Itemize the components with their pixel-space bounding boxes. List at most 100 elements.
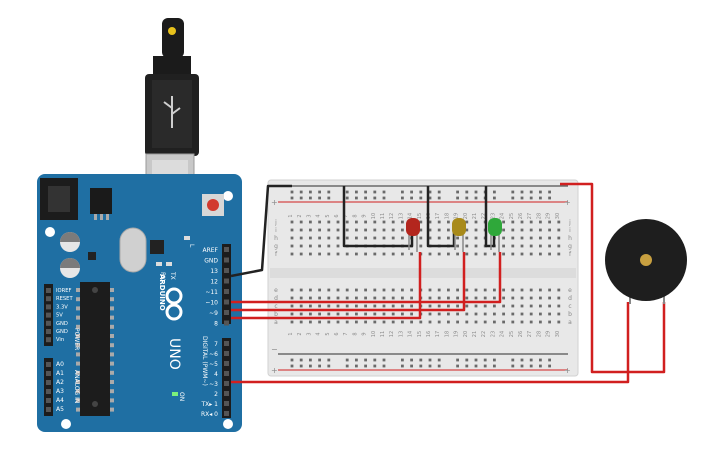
column-number: 14 [408, 213, 414, 219]
digital-pin-label: 2 [214, 391, 218, 398]
column-number: 9 [362, 332, 368, 335]
column-number: 13 [398, 331, 404, 337]
analog-in-label: ANALOG IN [73, 370, 80, 403]
column-number: 12 [389, 213, 395, 219]
row-letter: b [568, 311, 572, 318]
column-number: 5 [325, 214, 331, 217]
row-letter: f [569, 251, 572, 258]
column-number: 8 [352, 214, 358, 217]
column-number: 18 [444, 331, 450, 337]
led-l-label: L [188, 244, 195, 248]
brand-label: ARDUINO [158, 274, 166, 311]
column-number: 11 [380, 331, 386, 337]
column-number: 30 [555, 213, 561, 219]
arduino-uno-board: RX TX L ARDUINO UNO IOREFRESET3.3V5VGNDG… [37, 174, 242, 432]
rx-label: RX [159, 272, 166, 280]
digital-header-top [222, 244, 231, 324]
analog-pin-label: A3 [56, 388, 64, 395]
pin9-wire [231, 252, 422, 320]
digital-pwm-label: DIGITAL (PWM~) [201, 336, 208, 386]
column-number: 17 [435, 213, 441, 219]
buzzer-return-wire [560, 182, 666, 374]
breadboard: + + − + + 112233445566778899101011111212… [267, 179, 579, 377]
led-green[interactable] [488, 218, 502, 252]
power-pin-label: Vin [56, 337, 64, 343]
column-number: 23 [490, 331, 496, 337]
power-pin-label: IOREF [56, 288, 71, 294]
column-number: 4 [316, 332, 322, 335]
column-number: 10 [371, 213, 377, 219]
row-letter: g [274, 243, 278, 250]
digital-pin-label: 4 [214, 371, 218, 378]
column-number: 18 [444, 213, 450, 219]
digital-pin-label: 7 [214, 341, 218, 348]
column-number: 3 [306, 214, 312, 217]
column-number: 29 [546, 213, 552, 219]
column-number: 13 [398, 213, 404, 219]
row-letter: d [274, 295, 278, 302]
column-number: 6 [334, 214, 340, 217]
row-letter: j [568, 219, 571, 226]
column-number: 28 [536, 213, 542, 219]
power-pin-label: GND [56, 329, 68, 335]
analog-pin-label: A2 [56, 379, 64, 386]
column-number: 24 [500, 213, 506, 219]
digital-pin-label: ~5 [209, 361, 218, 368]
analog-pin-label: A1 [56, 370, 64, 377]
digital-pin-label: ~10 [205, 300, 218, 307]
usb-symbol-icon [163, 96, 181, 128]
usb-lightning-icon [168, 27, 176, 35]
column-number: 19 [454, 331, 460, 337]
column-number: 26 [518, 331, 524, 337]
column-number: 19 [454, 213, 460, 219]
digital-header-bottom [222, 338, 231, 418]
column-number: 3 [306, 332, 312, 335]
column-number: 25 [509, 213, 515, 219]
digital-pin-label: RX◂ 0 [201, 411, 218, 418]
column-number: 1 [288, 214, 294, 217]
column-number: 6 [334, 332, 340, 335]
column-number: 7 [343, 332, 349, 335]
column-number: 17 [435, 331, 441, 337]
rail-plus-top-right: + [564, 198, 571, 207]
led-yellow[interactable] [452, 218, 466, 252]
column-number: 21 [472, 213, 478, 219]
column-number: 23 [490, 213, 496, 219]
power-pin-label: 3.3V [56, 304, 68, 310]
column-number: 12 [389, 331, 395, 337]
row-letter: h [274, 235, 278, 242]
digital-pin-label: ~3 [209, 381, 218, 388]
row-letter: a [568, 319, 572, 326]
column-number: 15 [417, 213, 423, 219]
analog-pin-label: A0 [56, 361, 64, 368]
column-number: 2 [297, 214, 303, 217]
column-number: 10 [371, 331, 377, 337]
row-letter: g [568, 243, 572, 250]
red-wires [231, 182, 666, 384]
tx-label: TX [169, 271, 176, 280]
rail-plus-bottom-left: + [271, 366, 278, 375]
digital-pin-label: GND [204, 258, 218, 265]
column-number: 7 [343, 214, 349, 217]
led-red[interactable] [406, 218, 420, 252]
on-label: ON [178, 392, 185, 401]
pin11-wire [231, 252, 502, 304]
column-number: 1 [288, 332, 294, 335]
row-letter: i [569, 227, 571, 234]
row-letter: e [274, 287, 278, 294]
row-letter: d [568, 295, 572, 302]
atmega-chip [80, 282, 110, 416]
column-number: 21 [472, 331, 478, 337]
column-number: 29 [546, 331, 552, 337]
column-number: 30 [555, 331, 561, 337]
analog-header [44, 358, 53, 416]
model-label: UNO [166, 338, 182, 370]
column-number: 24 [500, 331, 506, 337]
piezo-buzzer[interactable] [605, 219, 687, 304]
column-number: 27 [527, 213, 533, 219]
power-label: POWER [73, 328, 80, 350]
row-letter: f [275, 251, 278, 258]
row-letter: i [275, 227, 277, 234]
column-number: 4 [316, 214, 322, 217]
